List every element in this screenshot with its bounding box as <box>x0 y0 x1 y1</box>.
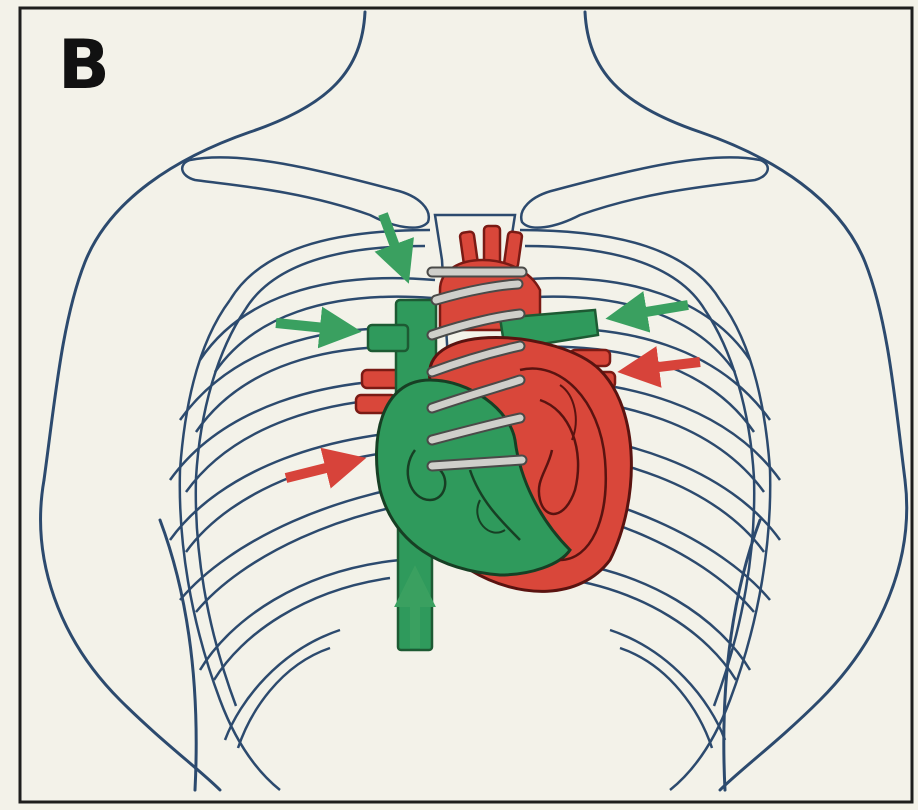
panel-label: B <box>58 32 110 100</box>
arrow-icon <box>276 323 345 330</box>
